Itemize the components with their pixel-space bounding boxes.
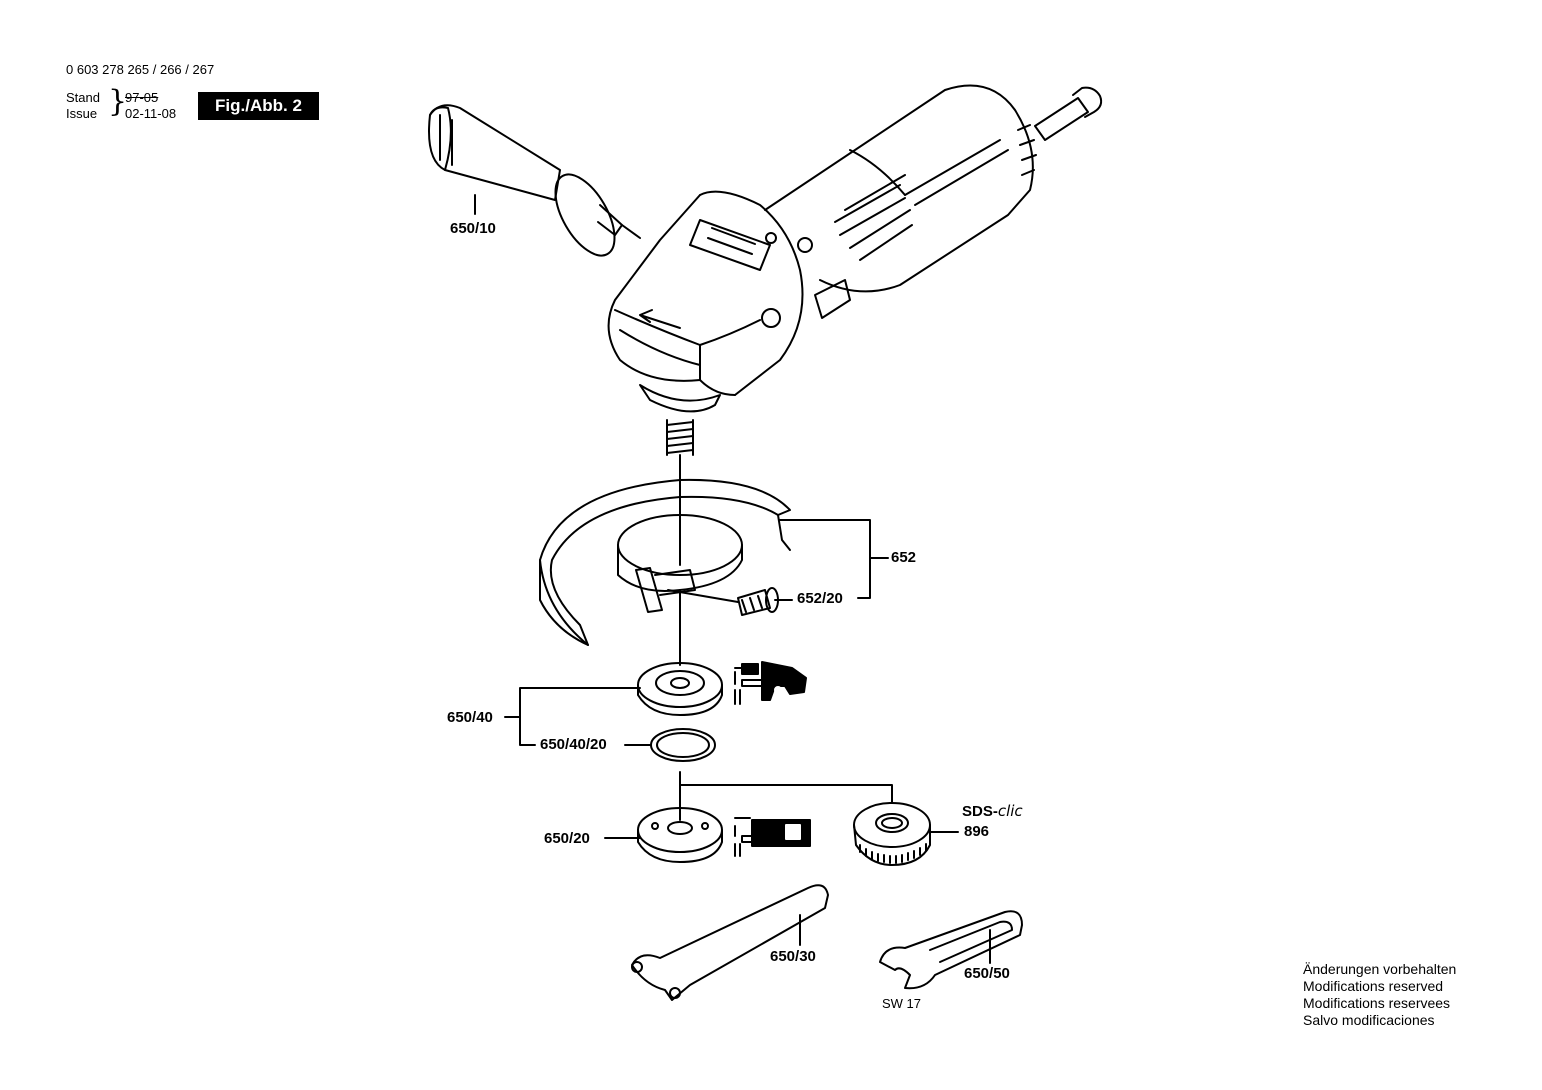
label-650-40-20: 650/40/20 (540, 736, 607, 753)
auxiliary-handle (428, 104, 641, 257)
pin-wrench (631, 884, 829, 1001)
stand-value: 97-05 (125, 90, 159, 105)
note-english: Modifications reserved (1303, 978, 1444, 994)
open-spanner (879, 910, 1023, 990)
brace-symbol: } (108, 84, 128, 119)
document-number: 0 603 278 265 / 266 / 267 (66, 62, 215, 77)
note-german: Änderungen vorbehalten (1303, 961, 1457, 977)
stand-label: Stand (66, 90, 100, 105)
note-spanish: Salvo modificaciones (1303, 1012, 1435, 1028)
note-french: Modifications reservees (1303, 995, 1451, 1011)
label-650-20: 650/20 (544, 830, 590, 847)
label-sw-17: SW 17 (882, 996, 922, 1011)
nut-orientation-symbols (734, 817, 811, 857)
protective-guard (539, 478, 791, 646)
issue-label: Issue (66, 106, 98, 121)
label-650-30: 650/30 (770, 948, 816, 965)
label-896: 896 (964, 823, 990, 840)
label-650-50: 650/50 (964, 965, 1010, 982)
label-652-20: 652/20 (797, 590, 843, 607)
leader-lines (504, 454, 991, 964)
o-ring (650, 728, 716, 762)
figure-badge: Fig./Abb. 2 (198, 92, 319, 120)
flange-orientation-symbols (734, 661, 807, 705)
label-652: 652 (891, 549, 917, 566)
label-sds-clic: SDS-clic (962, 802, 1023, 820)
issue-value: 02-11-08 (125, 106, 177, 121)
angle-grinder-body (607, 84, 1103, 456)
modification-notes: Änderungen vorbehalten Modifications res… (1303, 961, 1456, 1029)
label-650-10: 650/10 (450, 220, 496, 237)
mounting-flange (637, 662, 723, 716)
label-650-40: 650/40 (447, 709, 493, 726)
sds-clic-nut (853, 802, 931, 866)
